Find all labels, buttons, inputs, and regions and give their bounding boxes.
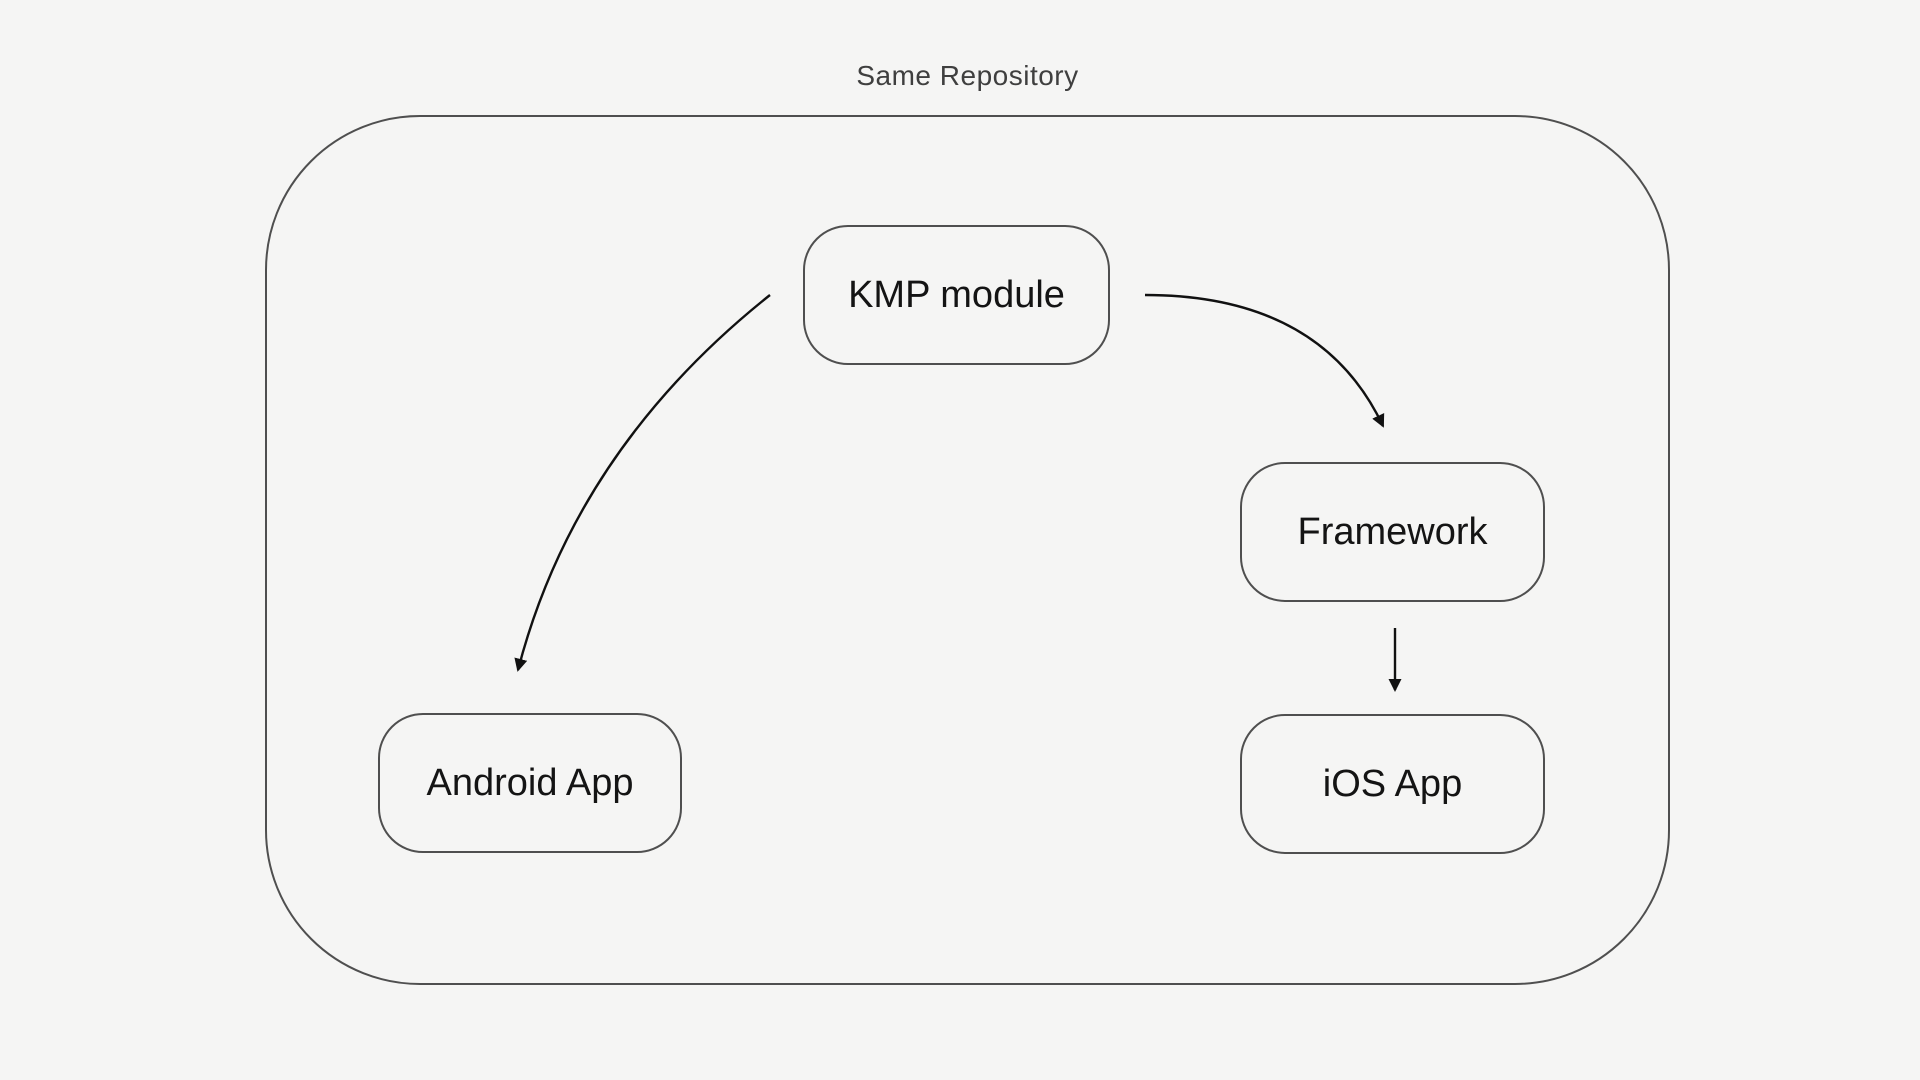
- same-repository-container: [265, 115, 1670, 985]
- node-android-app: Android App: [378, 713, 682, 853]
- node-ios-app: iOS App: [1240, 714, 1545, 854]
- node-kmp-module: KMP module: [803, 225, 1110, 365]
- diagram-title: Same Repository: [856, 60, 1079, 91]
- node-framework: Framework: [1240, 462, 1545, 602]
